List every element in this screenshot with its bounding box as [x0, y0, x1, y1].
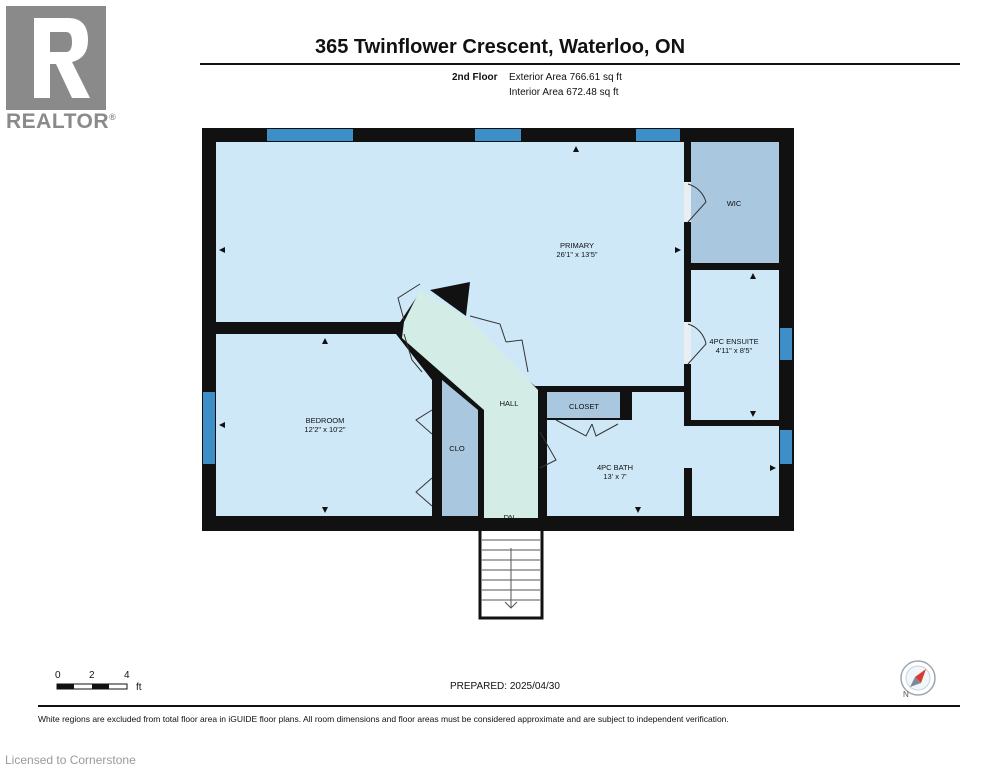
bedroom-dims: 12'2" x 10'2" [304, 425, 345, 434]
ensuite-dims: 4'11" x 8'5" [716, 346, 753, 355]
chimney-block [430, 282, 470, 316]
ensuite-label: 4PC ENSUITE [709, 337, 758, 346]
licensed-to-text: Licensed to Cornerstone [5, 753, 136, 767]
closet-room [547, 392, 620, 418]
scale-bar [56, 683, 128, 690]
bedroom-label: BEDROOM [306, 416, 345, 425]
exterior-area: Exterior Area 766.61 sq ft [509, 72, 622, 83]
primary-room [216, 142, 684, 386]
clo-room [442, 380, 478, 516]
closet-label: CLOSET [569, 402, 599, 411]
interior-area: Interior Area 672.48 sq ft [509, 87, 619, 98]
clo-label: CLO [449, 444, 465, 453]
compass-icon: N [900, 660, 936, 699]
windows [203, 129, 792, 464]
page-title: 365 Twinflower Crescent, Waterloo, ON [314, 36, 686, 58]
hall-room [402, 290, 538, 518]
primary-label: PRIMARY [560, 241, 594, 250]
title-divider [200, 63, 960, 65]
disclaimer-text: White regions are excluded from total fl… [38, 714, 729, 724]
scale-tick-0: 0 [55, 670, 61, 681]
svg-text:N: N [903, 690, 909, 699]
bath-dims: 13' x 7' [603, 472, 627, 481]
floor-label: 2nd Floor [452, 72, 498, 83]
prepared-date: PREPARED: 2025/04/30 [450, 681, 560, 692]
bedroom-room [216, 334, 432, 516]
stairs-label: DN [504, 513, 515, 522]
realtor-logo-icon [6, 6, 106, 110]
bath-room [547, 392, 779, 516]
scale-tick-4: 4 [124, 670, 130, 681]
scale-unit: ft [136, 682, 142, 693]
scale-tick-2: 2 [89, 670, 95, 681]
primary-dims: 26'1" x 13'5" [556, 250, 597, 259]
realtor-logo-text: REALTOR® [6, 110, 117, 133]
wic-label: WIC [727, 199, 742, 208]
bath-label: 4PC BATH [597, 463, 633, 472]
hall-label: HALL [500, 399, 519, 408]
footer-divider [38, 705, 960, 707]
stairs [478, 526, 544, 620]
